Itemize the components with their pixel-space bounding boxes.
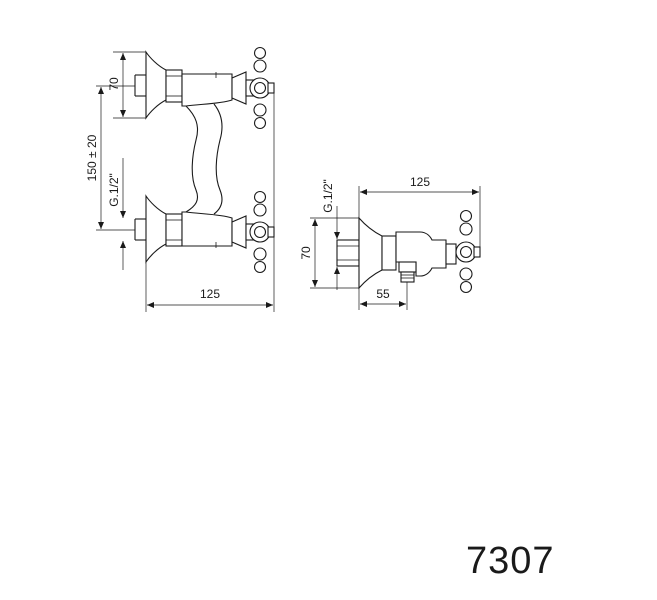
dim-flange-label: 70 [107, 77, 121, 91]
dim-width-125: 125 [145, 90, 275, 312]
front-view: 70 150 ± 20 G.1/2" 125 [85, 46, 275, 312]
side-depth-label: 125 [410, 175, 430, 189]
side-wall-flange [336, 216, 383, 290]
model-number: 7307 [466, 540, 555, 582]
side-body [381, 231, 457, 283]
side-valve-handle [455, 209, 481, 294]
dim-thread-label: G.1/2" [107, 173, 121, 207]
dim-thread: G.1/2" [107, 158, 126, 270]
dim-side-thread: G.1/2" [321, 179, 340, 290]
dim-flange-70: 70 [107, 51, 146, 119]
dim-side-outlet-55: 55 [358, 282, 408, 310]
side-thread-label: G.1/2" [321, 179, 335, 213]
side-height-label: 70 [299, 246, 313, 260]
dim-centers-label: 150 ± 20 [85, 134, 99, 181]
dim-centers: 150 ± 20 [85, 85, 135, 231]
mixer-body [181, 72, 233, 248]
dim-depth-125: 125 [358, 175, 481, 247]
top-wall-flange [134, 50, 183, 120]
dim-side-height-70: 70 [299, 217, 359, 289]
bottom-wall-flange [134, 194, 183, 264]
bottom-valve-handle [231, 190, 275, 274]
side-view: 125 G.1/2" 70 55 [299, 175, 481, 310]
dim-width-label: 125 [200, 287, 220, 301]
side-outlet-label: 55 [376, 287, 390, 301]
top-valve-handle [231, 46, 275, 130]
